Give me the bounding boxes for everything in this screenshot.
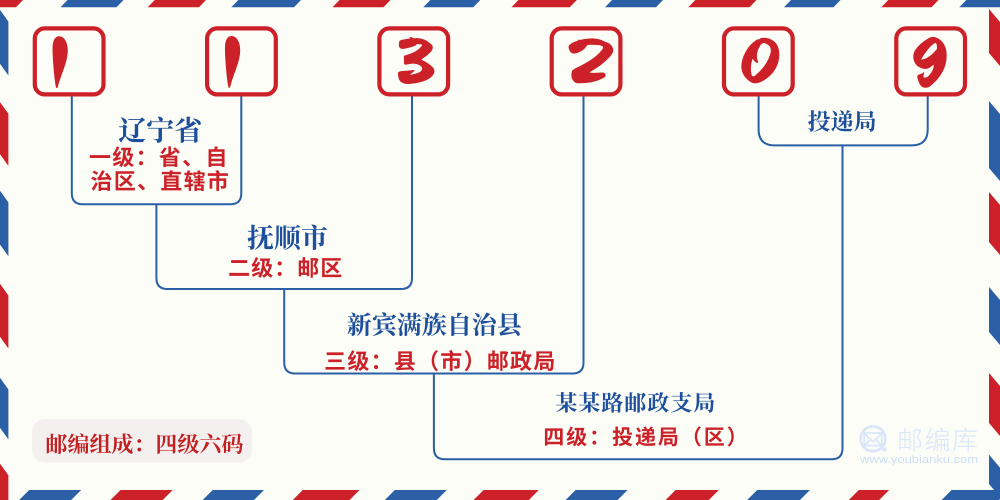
svg-text:www.youbianku.com: www.youbianku.com xyxy=(859,454,978,466)
